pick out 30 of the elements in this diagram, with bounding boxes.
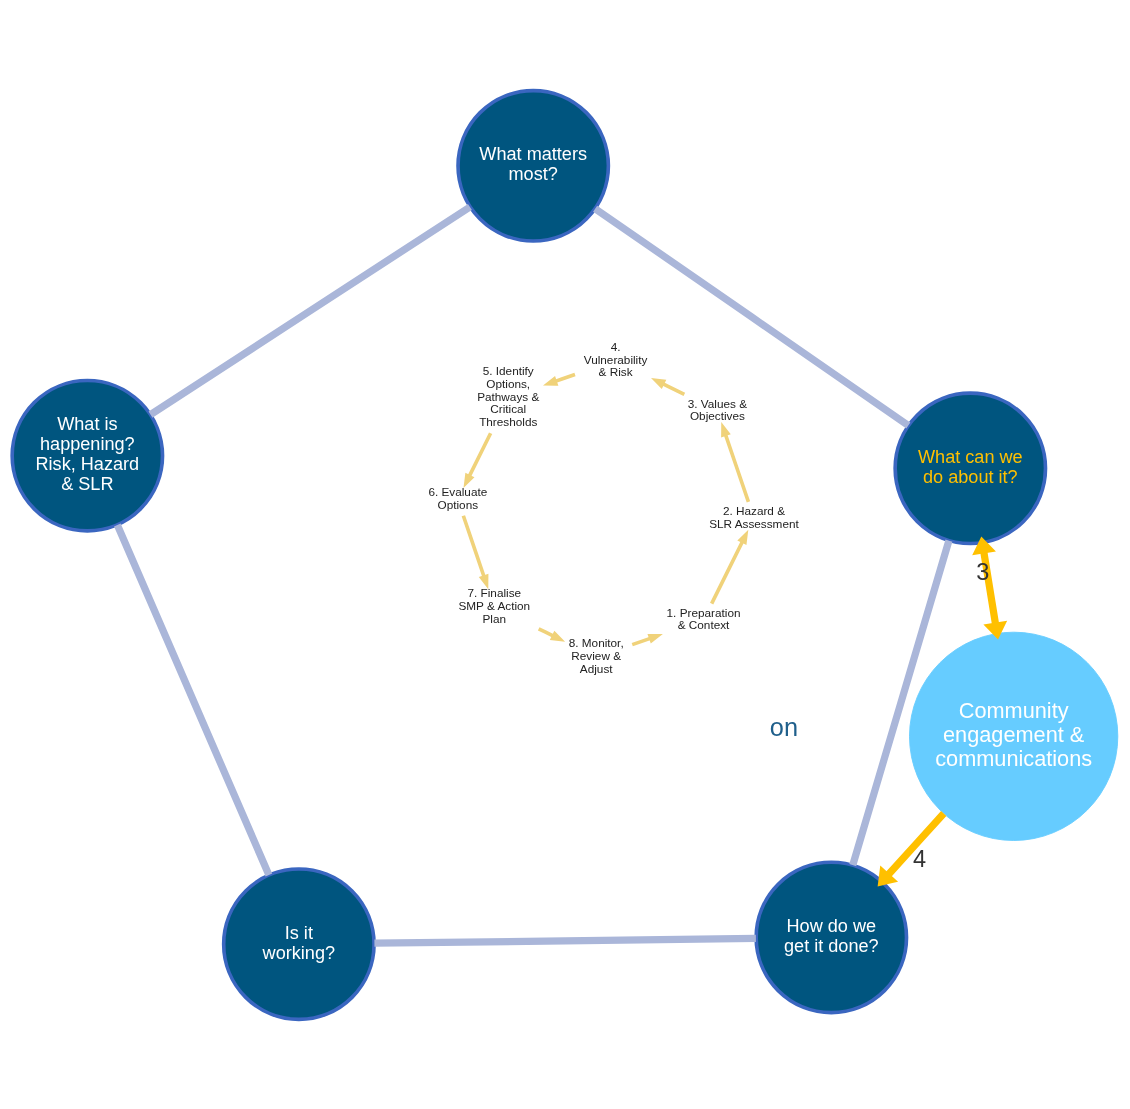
node-text: 5. Identify Options, Pathways & Critical Thresholds [477, 363, 540, 428]
node-text: 4. Vulnerability & Risk [583, 339, 648, 378]
node-text: 2. Hazard & SLR Assessment [709, 503, 799, 530]
arrow [543, 372, 576, 386]
node-circle: Community engagement & communications [909, 631, 1119, 841]
edge-label: 4 [912, 845, 927, 872]
connector [114, 523, 273, 876]
connector [593, 205, 911, 428]
node-circle: Is it working? [221, 866, 376, 1021]
node-circle: What matters most? [456, 88, 611, 243]
connector [849, 539, 953, 866]
node-text: 7. Finalise SMP & Action Plan [458, 585, 531, 625]
arrow [631, 633, 663, 646]
node-circle: How do we get it done? [754, 859, 909, 1014]
node-text: 8. Monitor, Review & Adjust [568, 635, 624, 675]
arrow [461, 514, 489, 589]
node-text: 3. Values & Objectives [687, 395, 748, 422]
arrow [877, 810, 947, 886]
connector [148, 203, 472, 418]
arrow [463, 431, 493, 488]
node-circle: What is happening? Risk, Hazard & SLR [10, 378, 165, 533]
node-text: 6. Evaluate Options [428, 484, 488, 511]
label: on [769, 712, 798, 741]
node-circle: What can we do about it? [893, 390, 1048, 545]
node-text: 1. Preparation & Context [666, 605, 741, 631]
connector [374, 934, 756, 947]
arrow [710, 529, 749, 604]
arrow [651, 377, 686, 396]
arrow [972, 535, 1008, 640]
arrow [721, 421, 751, 502]
